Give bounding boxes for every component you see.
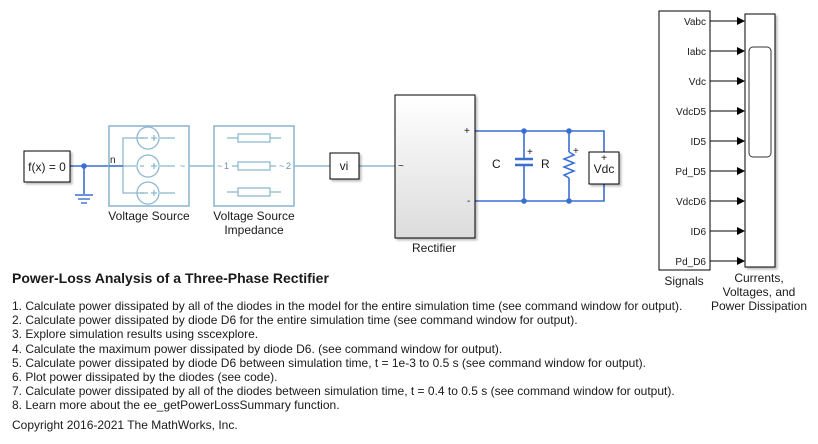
ground-icon[interactable] (75, 194, 93, 204)
source-port-n: n (110, 155, 116, 166)
instruction-step-link[interactable]: 7. Calculate power dissipated by all of … (12, 384, 675, 399)
arrow-head-icon (737, 227, 745, 235)
signal-port-label: Pd_D5 (675, 167, 706, 178)
signal-port-label: Pd_D6 (675, 257, 706, 268)
scope-label-line2: Voltages, and (723, 285, 796, 299)
copyright-notice: Copyright 2016-2021 The MathWorks, Inc. (12, 418, 238, 432)
vdc-sensor-block[interactable]: + Vdc (588, 151, 620, 185)
arrow-head-icon (737, 47, 745, 55)
scope-block[interactable]: Currents, Voltages, and Power Dissipatio… (711, 13, 807, 313)
rectifier-block[interactable]: ~ + - Rectifier (394, 94, 476, 255)
instruction-step-link[interactable]: 6. Plot power dissipated by the diodes (… (12, 370, 278, 385)
rectifier-port-ac: ~ (398, 161, 404, 172)
capacitor-block[interactable]: + C (492, 147, 533, 171)
wire-dc-minus[interactable] (475, 184, 605, 202)
scope-screen-icon (748, 46, 772, 158)
rectifier-label: Rectifier (412, 241, 456, 255)
voltage-source-block[interactable]: n ~ Voltage Source (108, 125, 190, 223)
wire-dc-plus[interactable] (475, 130, 605, 152)
instruction-step-link[interactable]: 3. Explore simulation results using ssce… (12, 327, 259, 342)
signal-port-label: Iabc (687, 47, 706, 58)
junction-dots (81, 128, 572, 204)
resistor-block[interactable]: + R (541, 146, 579, 179)
ac-source-icon-b (136, 154, 160, 178)
impedance-port-2: 2 (286, 161, 291, 171)
signal-port-label: VdcD6 (676, 197, 706, 208)
capacitor-icon (515, 157, 533, 167)
voltage-source-label: Voltage Source (108, 209, 190, 223)
ac-source-icon-a (136, 126, 160, 150)
signals-label: Signals (664, 274, 703, 288)
impedance-label-line1: Voltage Source (213, 209, 295, 223)
impedance-port-1-sym: ~ (217, 161, 222, 171)
impedance-label-line2: Impedance (224, 223, 284, 237)
rectifier-port-minus: - (467, 196, 470, 207)
signal-port-label: Vabc (684, 17, 706, 28)
scope-label-line3: Power Dissipation (711, 299, 807, 313)
vi-label: vi (340, 159, 349, 173)
solver-label: f(x) = 0 (28, 160, 66, 174)
vdc-plus: + (601, 153, 607, 164)
model-title: Power-Loss Analysis of a Three-Phase Rec… (12, 270, 329, 286)
signal-port-label: Vdc (689, 77, 706, 88)
arrow-head-icon (737, 107, 745, 115)
impedance-port-2-sym: ~ (279, 161, 284, 171)
arrow-head-icon (737, 17, 745, 25)
arrow-head-icon (737, 137, 745, 145)
instruction-step-link[interactable]: 4. Calculate the maximum power dissipate… (12, 341, 503, 356)
arrow-head-icon (737, 77, 745, 85)
signal-port-label: VdcD5 (676, 107, 706, 118)
instruction-step-link[interactable]: 2. Calculate power dissipated by diode D… (12, 313, 578, 328)
instruction-list: 1. Calculate power dissipated by all of … (12, 299, 682, 413)
resistor-label: R (541, 157, 550, 171)
instruction-step-link[interactable]: 8. Learn more about the ee_getPowerLossS… (12, 398, 340, 413)
ac-source-icon-c (136, 181, 160, 205)
impedance-port-1: 1 (224, 161, 229, 171)
vdc-label: Vdc (594, 162, 615, 176)
capacitor-plus: + (527, 147, 533, 158)
instruction-step-link[interactable]: 5. Calculate power dissipated by diode D… (12, 355, 647, 370)
arrow-head-icon (737, 257, 745, 265)
rectifier-port-plus: + (464, 126, 470, 137)
capacitor-label: C (492, 157, 501, 171)
instruction-step-link[interactable]: 1. Calculate power dissipated by all of … (12, 299, 683, 313)
resistor-plus: + (573, 146, 579, 157)
arrow-head-icon (737, 197, 745, 205)
signal-port-label: ID5 (690, 137, 706, 148)
arrow-head-icon (737, 167, 745, 175)
vi-block[interactable]: vi (329, 152, 360, 180)
source-port-out: ~ (180, 161, 185, 171)
scope-label-line1: Currents, (734, 271, 783, 285)
signal-port-label: ID6 (690, 227, 706, 238)
impedance-block[interactable]: ~ 1 ~ 2 Voltage Source Impedance (213, 125, 295, 237)
resistor-icon (561, 151, 577, 179)
solver-configuration-block[interactable]: f(x) = 0 (23, 150, 71, 183)
